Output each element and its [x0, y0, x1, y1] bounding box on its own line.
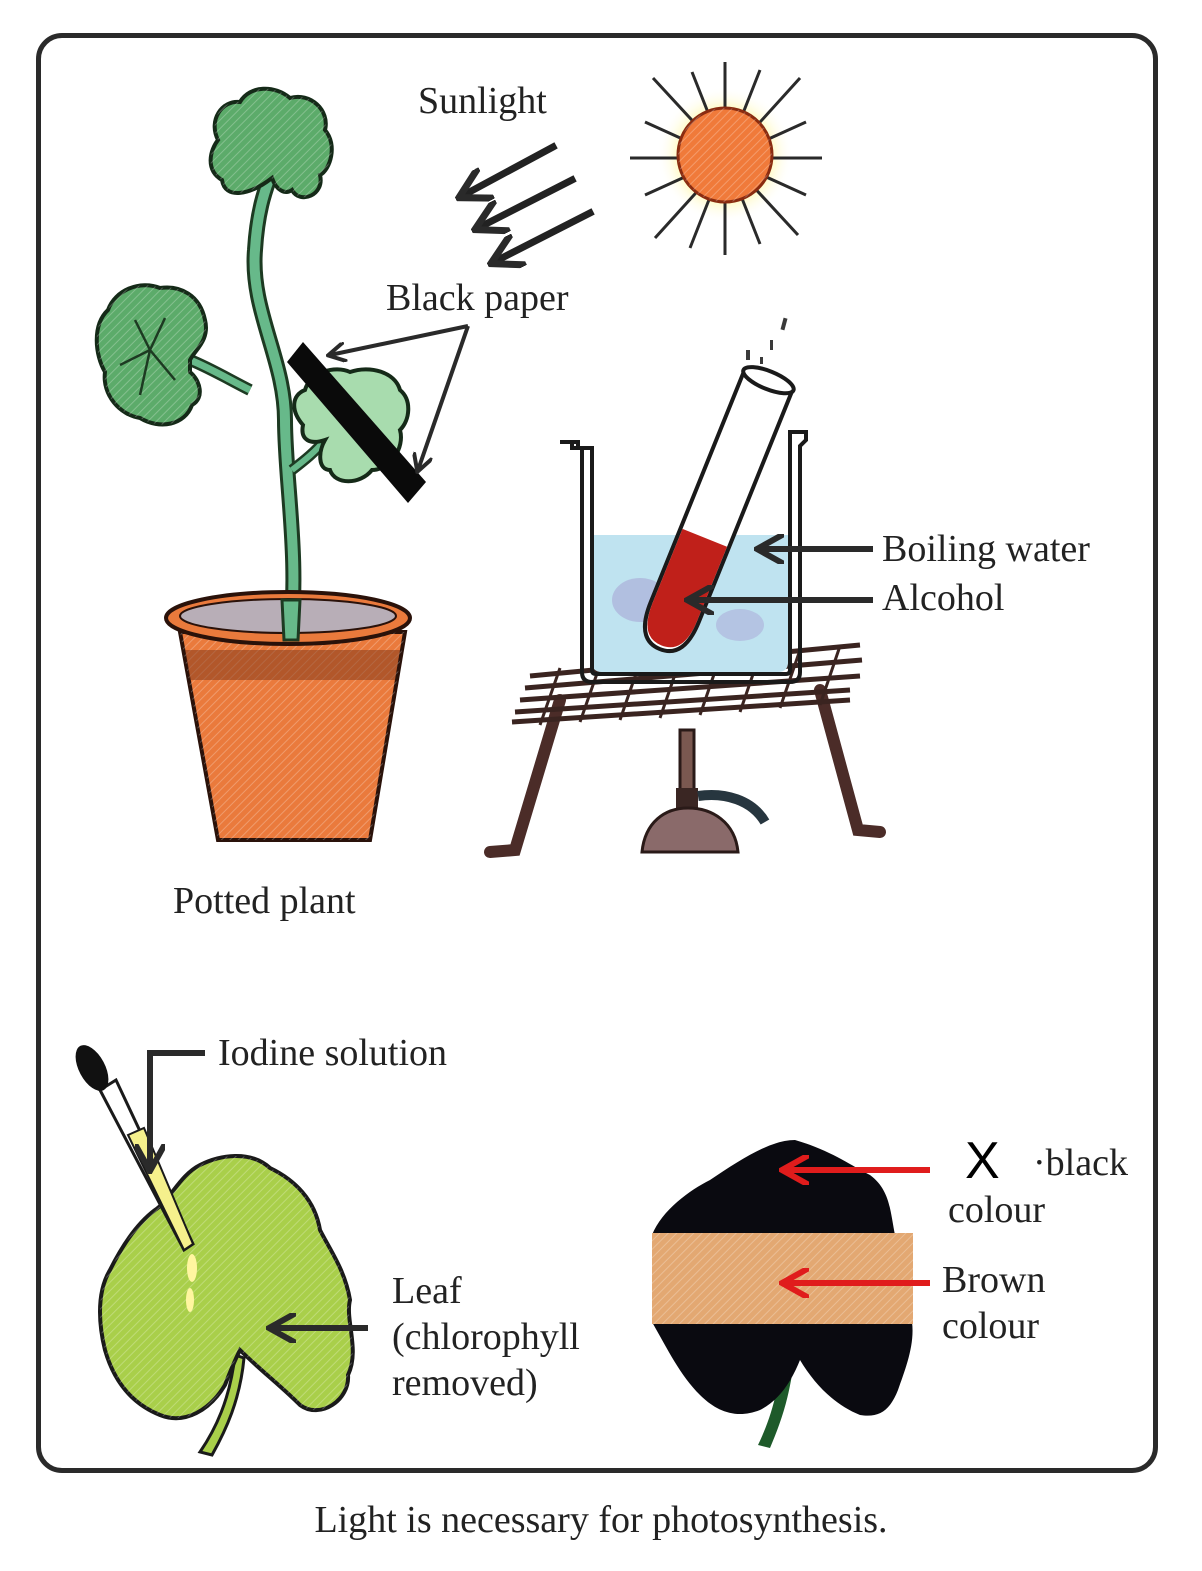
label-brown-colour: colour	[942, 1305, 1040, 1347]
label-leaf-chlorophyll: (chlorophyll	[392, 1316, 580, 1358]
label-black-paper: Black paper	[386, 277, 569, 319]
label-boiling-water: Boiling water	[882, 528, 1090, 570]
boiling-apparatus-illustration	[484, 317, 886, 858]
pale-leaf-illustration	[75, 1045, 355, 1457]
iodine-pointer-arrow	[150, 1050, 205, 1168]
label-potted-plant: Potted plant	[173, 880, 356, 922]
boiling-labels-arrows	[690, 549, 873, 600]
stained-leaf-illustration	[652, 1140, 913, 1448]
label-iodine-solution: Iodine solution	[218, 1032, 448, 1074]
figure-frame	[36, 33, 1158, 1473]
result-red-arrows	[785, 1170, 930, 1283]
x-mark-icon: X	[965, 1132, 1000, 1190]
figure-caption: Light is necessary for photosynthesis.	[314, 1499, 888, 1541]
label-leaf-removed: removed)	[392, 1362, 538, 1404]
black-paper-pointer-arrows	[330, 324, 470, 470]
potted-plant-illustration	[94, 86, 426, 842]
label-black: ·black	[1033, 1142, 1128, 1184]
sun-icon	[630, 62, 822, 255]
sunlight-rays-arrows	[462, 142, 595, 262]
label-sunlight: Sunlight	[418, 80, 547, 122]
label-brown: Brown	[942, 1259, 1046, 1301]
label-black-colour: colour	[948, 1189, 1046, 1231]
label-alcohol: Alcohol	[882, 577, 1005, 619]
label-leaf: Leaf	[392, 1270, 462, 1312]
